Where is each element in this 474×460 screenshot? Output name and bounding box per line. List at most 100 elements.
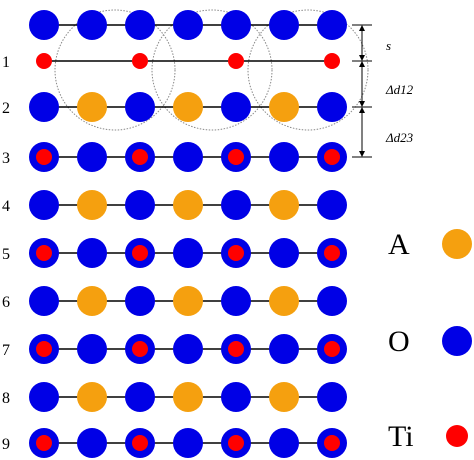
d12-arrow-head-top xyxy=(359,61,365,67)
o-atom xyxy=(173,428,203,458)
layer-row-10 xyxy=(29,428,347,458)
layer-number-6: 6 xyxy=(2,294,10,311)
o-atom xyxy=(269,334,299,364)
a-atom xyxy=(173,286,203,316)
ti-atom xyxy=(228,53,244,69)
a-atom xyxy=(173,92,203,122)
a-atom xyxy=(269,286,299,316)
ti-atom xyxy=(36,245,52,261)
o-atom xyxy=(173,238,203,268)
o-atom xyxy=(317,10,347,40)
a-atom xyxy=(77,286,107,316)
layer-number-7: 7 xyxy=(2,342,10,359)
d23-arrow-head-bottom xyxy=(359,151,365,157)
layer-number-3: 3 xyxy=(2,150,10,167)
layer-number-4: 4 xyxy=(2,198,10,215)
layer-row-1 xyxy=(29,10,347,40)
a-atom xyxy=(77,92,107,122)
o-atom xyxy=(125,190,155,220)
o-atom xyxy=(77,428,107,458)
layer-row-2 xyxy=(36,53,340,69)
guide-circle-3 xyxy=(247,9,369,131)
ti-atom xyxy=(36,341,52,357)
d23-label: Δd23 xyxy=(385,130,414,145)
ti-atom xyxy=(228,341,244,357)
s-label: s xyxy=(386,38,391,53)
s-arrow-head-bottom xyxy=(359,55,365,61)
ti-atom xyxy=(132,53,148,69)
o-atom xyxy=(173,142,203,172)
a-atom xyxy=(269,190,299,220)
s-arrow-head-top xyxy=(359,25,365,31)
a-atom xyxy=(77,190,107,220)
ti-atom xyxy=(132,149,148,165)
legend-label-o: O xyxy=(388,325,410,358)
o-atom xyxy=(317,286,347,316)
ti-atom xyxy=(36,53,52,69)
d12-arrow-head-bottom xyxy=(359,101,365,107)
o-atom xyxy=(221,382,251,412)
o-atom xyxy=(29,382,59,412)
layer-row-8 xyxy=(29,334,347,364)
o-atom xyxy=(221,10,251,40)
legend-swatch-a xyxy=(442,229,472,259)
o-atom xyxy=(29,10,59,40)
legend-swatch-o xyxy=(442,326,472,356)
o-atom xyxy=(173,334,203,364)
ti-atom xyxy=(132,341,148,357)
guide-circle-2 xyxy=(151,9,273,131)
o-atom xyxy=(77,142,107,172)
layer-row-7 xyxy=(29,286,347,316)
o-atom xyxy=(77,10,107,40)
o-atom xyxy=(269,142,299,172)
ti-atom xyxy=(36,435,52,451)
layer-row-4 xyxy=(29,142,347,172)
layer-number-9: 9 xyxy=(2,436,10,453)
layer-number-8: 8 xyxy=(2,390,10,407)
layer-row-3 xyxy=(29,92,347,122)
a-atom xyxy=(77,382,107,412)
o-atom xyxy=(29,190,59,220)
layer-row-6 xyxy=(29,238,347,268)
layer-number-1: 1 xyxy=(2,54,10,71)
o-atom xyxy=(269,428,299,458)
layer-row-5 xyxy=(29,190,347,220)
ti-atom xyxy=(324,53,340,69)
ti-atom xyxy=(228,435,244,451)
layer-row-9 xyxy=(29,382,347,412)
o-atom xyxy=(125,92,155,122)
d23-arrow-head-top xyxy=(359,107,365,113)
o-atom xyxy=(317,92,347,122)
layer-number-2: 2 xyxy=(2,100,10,117)
o-atom xyxy=(221,286,251,316)
ti-atom xyxy=(132,435,148,451)
o-atom xyxy=(221,92,251,122)
a-atom xyxy=(269,382,299,412)
o-atom xyxy=(269,10,299,40)
ti-atom xyxy=(324,245,340,261)
o-atom xyxy=(125,10,155,40)
a-atom xyxy=(173,190,203,220)
o-atom xyxy=(221,190,251,220)
o-atom xyxy=(77,334,107,364)
a-atom xyxy=(173,382,203,412)
guide-circle-1 xyxy=(54,9,176,131)
legend-swatch-ti xyxy=(446,425,468,447)
o-atom xyxy=(317,382,347,412)
legend-label-ti: Ti xyxy=(388,420,414,453)
o-atom xyxy=(269,238,299,268)
ti-atom xyxy=(324,149,340,165)
ti-atom xyxy=(228,149,244,165)
o-atom xyxy=(125,286,155,316)
layer-number-5: 5 xyxy=(2,246,10,263)
o-atom xyxy=(77,238,107,268)
ti-atom xyxy=(324,435,340,451)
o-atom xyxy=(29,286,59,316)
ti-atom xyxy=(132,245,148,261)
ti-atom xyxy=(324,341,340,357)
o-atom xyxy=(173,10,203,40)
a-atom xyxy=(269,92,299,122)
legend-label-a: A xyxy=(388,228,410,261)
